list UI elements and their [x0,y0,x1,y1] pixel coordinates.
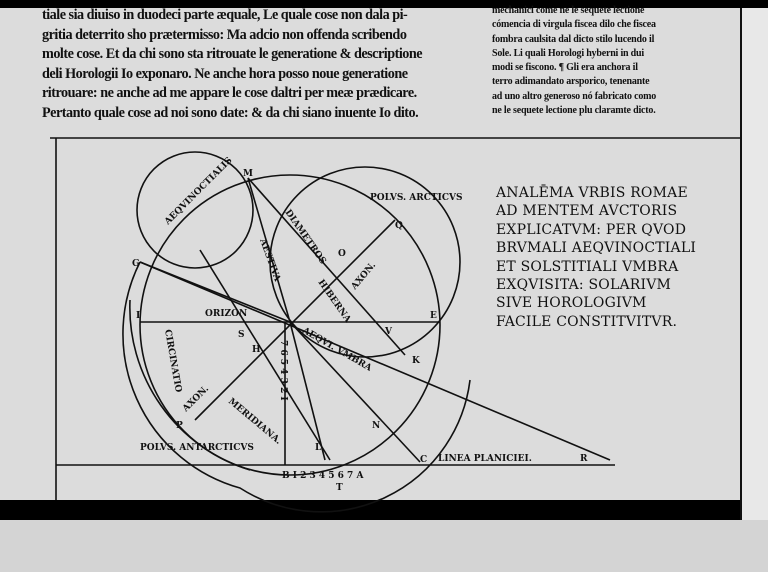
caption-line: BRVMALI AEQVINOCTIALI [496,240,697,257]
label-linea-planiciei: LINEA PLANICIEI. [438,454,532,464]
text-line: deli Horologii Io exponaro. Ne anche hor… [42,65,408,82]
label-g: G [132,259,140,269]
label-polus-antarcticus: POLVS. ANTARCTICVS [140,443,254,453]
label-scale-vertical: 7 6 5 4 3 2 I [278,340,288,401]
diagram-caption: ANALĒMA VRBIS ROMAE AD MENTEM AVCTORIS E… [496,184,696,331]
label-meridiana: MERIDIANA. [226,397,283,447]
caption-line: SIVE HOROLOGIVM [496,295,647,312]
label-axon-2: AXON. [180,384,211,415]
label-polus-arcticus: POLVS. ARCTICVS [370,193,462,203]
text-line: ne le sequete lectione plu claramte dict… [492,105,656,117]
lower-arc [122,261,471,513]
text-line: modi se fiscono. ¶ Gli era anchora il [492,62,638,74]
label-i: I [136,311,140,321]
label-k: K [412,356,421,366]
label-n: N [372,421,380,431]
label-c: C [420,455,427,465]
line [247,177,291,323]
caption-line: ANALĒMA VRBIS ROMAE [496,185,688,201]
line [247,177,406,356]
page-bottom [0,520,768,572]
right-text-column: mechanici come ne le sequete lectione có… [492,4,728,118]
label-t: T [336,483,343,493]
book-page [0,8,740,500]
label-p: P [176,421,183,431]
text-line: Sole. Li quali Horologi hyberni in dui [492,47,644,59]
label-o: O [338,249,346,259]
label-umbra: AEQVI. VMBRA [300,325,374,374]
label-e: E [430,311,437,321]
label-q: Q [395,221,403,231]
label-axon: AXON. [349,261,378,293]
label-l: L [315,443,322,453]
line [199,249,331,461]
text-line: fombra caulsita dal dicto stilo lucendo … [492,33,655,45]
label-h: H [252,345,261,355]
caption-line: ET SOLSTITIALI VMBRA [496,258,679,275]
line [139,261,611,461]
label-orizon: ORIZON [205,309,247,319]
main-circle [139,174,441,476]
line [139,261,291,323]
small-circle [136,151,254,269]
label-aequinoctialis: AEQVINOCTIALIS [162,156,234,228]
label-s: S [238,330,245,340]
outer-arc [129,299,251,471]
caption-line: EXPLICATVM: PER QVOD [496,221,687,238]
text-line: terro adimandato arsporico, tenenante [492,76,650,88]
caption-line: FACILE CONSTITVITVR. [496,313,678,330]
label-m: M [243,169,253,179]
line [289,321,326,461]
text-line: mechanici come ne le sequete lectione [492,5,645,16]
axon-line [194,219,396,421]
line [289,321,421,463]
text-line: ad uno altro generoso nó fabricato como [492,90,657,102]
text-line: tiale sia diuiso in duodeci parte æquale… [42,7,408,23]
label-v: V [384,327,393,337]
label-scale: B I 2 3 4 5 6 7 A [282,471,364,481]
text-line: cómencia di virgula fiscea dilo che fisc… [492,19,656,31]
label-aestiva: AESTIVA [257,237,282,284]
page-edge [740,8,768,520]
label-circinatio: CIRCINATIO [162,329,183,394]
label-hiberna: HIBERNA [316,278,353,325]
caption-line: EXQVISITA: SOLARIVM [496,277,672,294]
text-line: ritrouare: ne anche ad me appare le cose… [42,85,417,101]
left-text-column: tiale sia diuiso in duodeci parte æquale… [42,6,480,123]
label-r: R [580,454,588,464]
caption-line: AD MENTEM AVCTORIS [496,203,678,220]
text-line: gritia deterrito sho prætermisso: Ma adc… [42,26,407,43]
text-line: Pertanto quale cose ad noi sono date: & … [42,104,419,121]
label-diametros: DIAMETROS [283,208,328,266]
text-line: molte cose. Et da chi sono sta ritrouate… [42,46,423,62]
